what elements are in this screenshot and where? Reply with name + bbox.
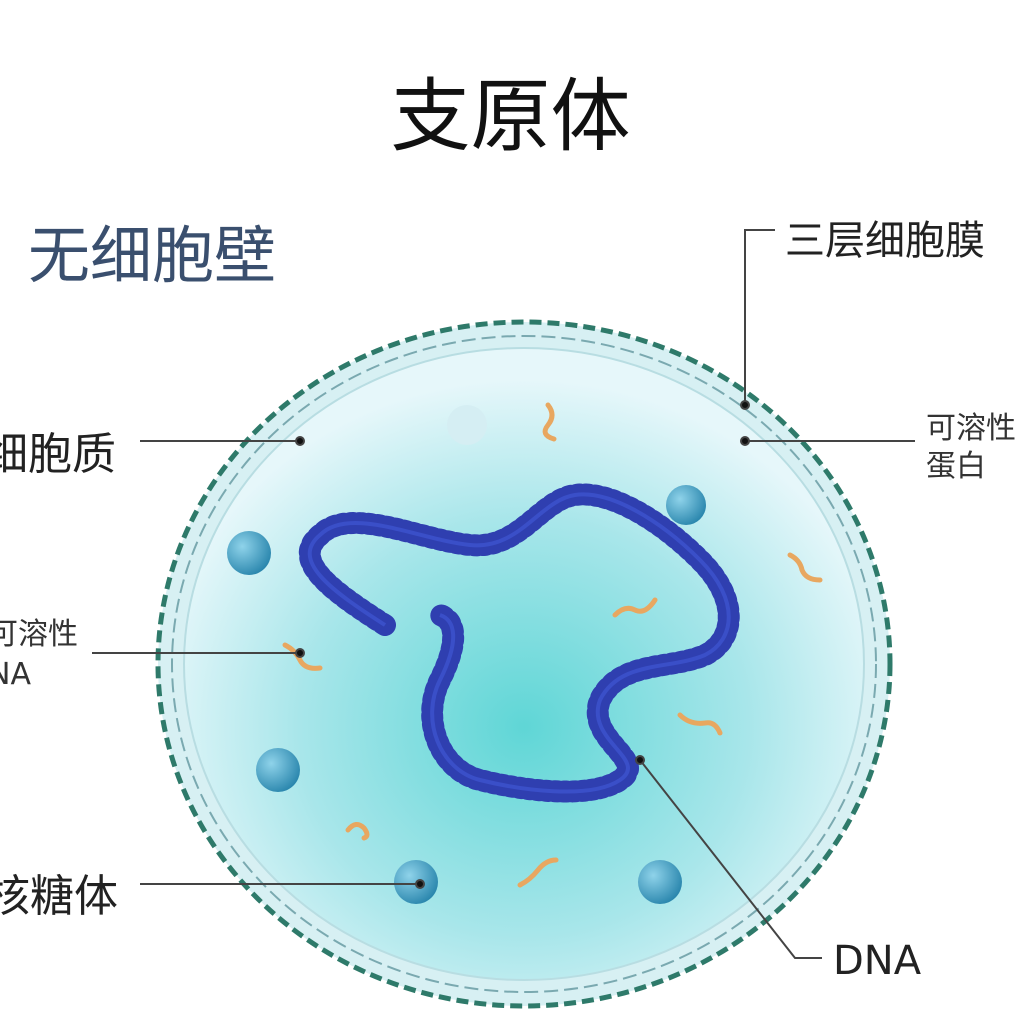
label-soluble-rna: 可溶性 NA	[0, 615, 78, 695]
subtitle-no-cell-wall: 无细胞壁	[28, 219, 277, 292]
label-line: 可溶性	[926, 411, 1016, 446]
ribosome	[227, 531, 271, 575]
rna-fragment	[787, 552, 823, 583]
label-soluble-protein: 可溶性 蛋白	[926, 410, 1016, 486]
ribosome	[638, 860, 682, 904]
rna-fragment	[677, 712, 723, 736]
label-ribosome: 核糖体	[0, 871, 118, 922]
label-dna: DNA	[833, 938, 922, 984]
ribosome	[256, 748, 300, 792]
rna-fragment	[542, 402, 557, 442]
label-line: 可溶性	[0, 617, 78, 652]
rna-fragment	[612, 597, 658, 618]
leader-dna	[639, 759, 822, 959]
rna-fragment	[345, 822, 370, 841]
label-membrane: 三层细胞膜	[785, 218, 985, 264]
leader-membrane	[744, 229, 775, 405]
dna-backbone	[307, 492, 731, 794]
ribosomes	[227, 405, 706, 904]
rna-fragment	[282, 642, 323, 671]
leader-lines	[92, 229, 915, 959]
cell-membrane-middle	[171, 335, 877, 993]
label-line: 蛋白	[926, 449, 986, 484]
rna-fragment	[517, 857, 559, 888]
rna-fragments	[282, 402, 823, 888]
label-line: NA	[0, 657, 31, 692]
ribosome	[447, 405, 487, 445]
ribosome	[666, 485, 706, 525]
label-cytoplasm: 细胞质	[0, 429, 116, 480]
diagram-title: 支原体	[390, 70, 631, 163]
